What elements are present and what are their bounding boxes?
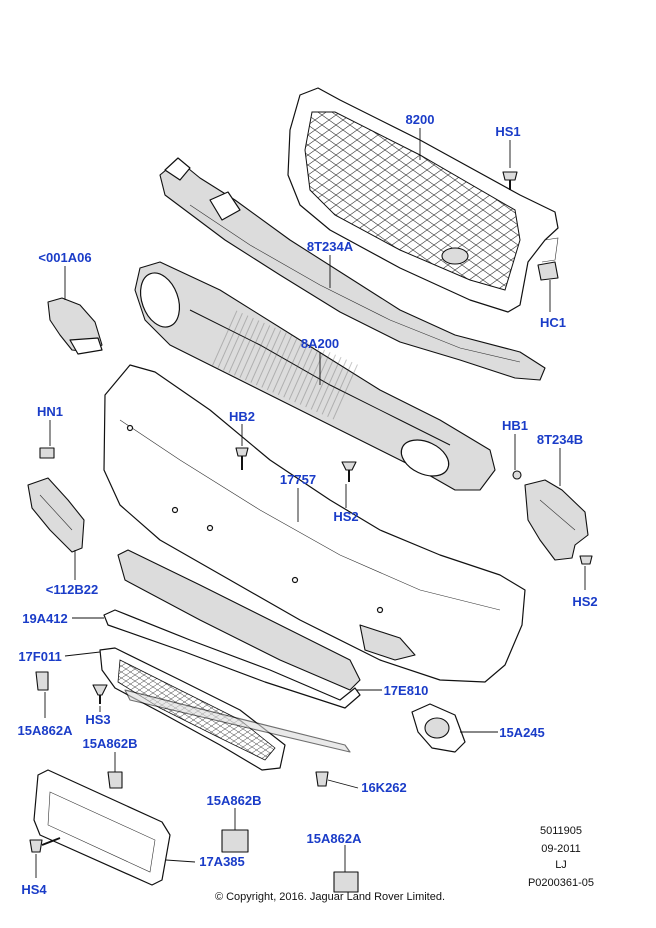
label-17f011: 17F011 [18, 649, 61, 664]
label-hc1: HC1 [540, 315, 566, 330]
label-16k262: 16K262 [361, 780, 407, 795]
label-001a06: <001A06 [38, 250, 91, 265]
label-hb2: HB2 [229, 409, 255, 424]
copyright-notice: © Copyright, 2016. Jaguar Land Rover Lim… [215, 891, 445, 903]
meta-code: 5011905 [540, 825, 582, 837]
meta-model: LJ [555, 859, 567, 871]
lower-lip [117, 549, 361, 691]
label-112b22: <112B22 [46, 582, 98, 597]
side-bracket-left [27, 477, 85, 553]
label-8t234b: 8T234B [537, 432, 583, 447]
label-hs2-right: HS2 [572, 594, 597, 609]
label-hs4: HS4 [21, 882, 47, 897]
side-bracket-right [524, 479, 589, 561]
front-grille [287, 87, 559, 313]
license-plate-bracket [33, 769, 171, 886]
leader-lines [35, 128, 586, 878]
label-15a862a-left: 15A862A [18, 723, 74, 738]
label-19a412: 19A412 [22, 611, 68, 626]
label-15a862a-mid: 15A862A [307, 831, 363, 846]
label-17757: 17757 [280, 472, 316, 487]
meta-date: 09-2011 [541, 843, 581, 855]
upper-bracket [159, 157, 546, 381]
meta-illustration-id: P0200361-05 [528, 877, 594, 889]
label-17a385: 17A385 [199, 854, 245, 869]
callout-labels: 8200 HS1 8T234A <001A06 HC1 8A200 HN1 HB… [18, 112, 598, 897]
label-15a245: 15A245 [499, 725, 545, 740]
label-8200: 8200 [406, 112, 435, 127]
label-15a862b-left: 15A862B [83, 736, 138, 751]
label-15a862b-mid: 15A862B [207, 793, 262, 808]
document-meta: 5011905 09-2011 LJ P0200361-05 [528, 825, 594, 889]
bumper-cover [103, 364, 526, 683]
air-duct [47, 297, 103, 355]
label-17e810: 17E810 [384, 683, 429, 698]
fasteners [29, 171, 593, 893]
label-hs2-mid: HS2 [333, 509, 358, 524]
lower-grille [99, 647, 351, 771]
bumper-beam [134, 261, 496, 491]
label-hs1: HS1 [495, 124, 520, 139]
fog-lamp-bezel [411, 703, 466, 753]
label-hb1: HB1 [502, 418, 528, 433]
label-hs3: HS3 [85, 712, 110, 727]
label-8a200: 8A200 [301, 336, 339, 351]
label-8t234a: 8T234A [307, 239, 354, 254]
lower-trim [103, 609, 361, 709]
label-hn1: HN1 [37, 404, 63, 419]
